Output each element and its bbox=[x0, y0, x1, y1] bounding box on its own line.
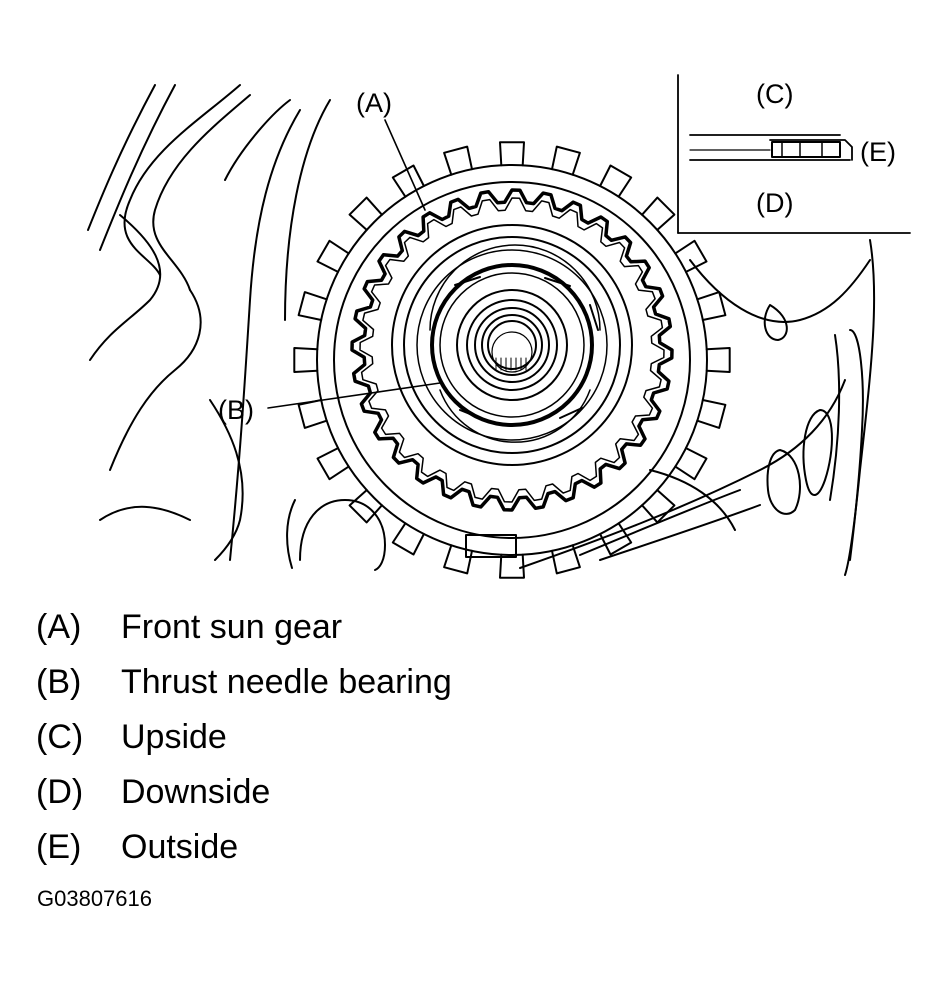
callout-e: (E) bbox=[860, 137, 896, 167]
legend-item-d: (D) Downside bbox=[36, 765, 452, 820]
thrust-needle-bearing bbox=[430, 263, 594, 427]
drum-bottom-tab bbox=[465, 534, 517, 558]
transmission-case-right bbox=[519, 239, 876, 576]
legend-text: Front sun gear bbox=[121, 608, 343, 646]
callout-b: (B) bbox=[218, 395, 254, 425]
legend-key: (A) bbox=[36, 608, 82, 646]
callout-c: (C) bbox=[756, 79, 793, 109]
legend-item-b: (B) Thrust needle bearing bbox=[36, 655, 452, 710]
front-sun-gear-spline-inner bbox=[359, 197, 665, 503]
gear-assembly-illustration: (A) (B) (C) (D) (E) bbox=[87, 74, 911, 579]
legend-key: (D) bbox=[36, 773, 84, 811]
legend-item-a: (A) Front sun gear bbox=[36, 600, 452, 655]
legend-item-e: (E) Outside bbox=[36, 820, 452, 875]
leader-b bbox=[267, 382, 441, 409]
legend-key: (C) bbox=[36, 718, 84, 756]
transmission-case-left bbox=[87, 84, 331, 561]
case-boss bbox=[286, 499, 386, 571]
callout-a: (A) bbox=[356, 88, 392, 118]
leader-a bbox=[384, 119, 426, 211]
legend-item-c: (C) Upside bbox=[36, 710, 452, 765]
legend-list: (A) Front sun gear (B) Thrust needle bea… bbox=[36, 600, 452, 875]
legend-text: Upside bbox=[121, 718, 227, 756]
front-sun-gear-spline bbox=[350, 188, 674, 512]
legend-key: (E) bbox=[36, 828, 82, 866]
callout-d: (D) bbox=[756, 188, 793, 218]
clutch-drum bbox=[293, 141, 731, 579]
legend-key: (B) bbox=[36, 663, 82, 701]
legend-text: Outside bbox=[121, 828, 239, 866]
inset-detail bbox=[677, 74, 911, 234]
figure-id: G03807616 bbox=[37, 886, 152, 911]
inner-rings bbox=[391, 224, 633, 466]
legend-text: Thrust needle bearing bbox=[121, 663, 452, 701]
legend-text: Downside bbox=[121, 773, 271, 811]
